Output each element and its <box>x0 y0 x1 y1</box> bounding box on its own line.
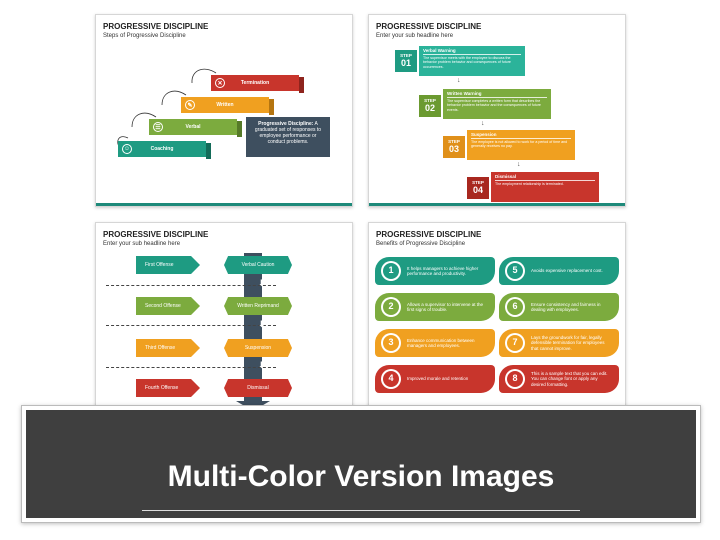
action-sign: Written Reprimand <box>224 297 292 315</box>
step-label: Verbal <box>185 124 201 130</box>
step-verbal: ☰ Verbal <box>149 119 242 137</box>
benefit-item: 4 Improved morale and retention <box>375 365 495 393</box>
slide-title: PROGRESSIVE DISCIPLINE <box>376 22 482 31</box>
banner-title: Multi-Color Version Images <box>167 460 555 493</box>
step-content: Suspension The employee is not allowed t… <box>467 130 575 160</box>
offense-chevron: Third Offense <box>136 339 200 357</box>
step-label: Written <box>216 102 234 108</box>
slide-subtitle: Enter your sub headline here <box>103 241 181 247</box>
step-content: Verbal Warning The supervisor meets with… <box>419 46 525 76</box>
benefit-item: 6 Ensure consistency and fairness in dea… <box>499 293 619 321</box>
arrow-down-icon: ⬇ <box>258 360 266 370</box>
slide-subtitle: Enter your sub headline here <box>376 33 454 39</box>
document-icon: ✎ <box>185 100 195 110</box>
action-sign: Suspension <box>224 339 292 357</box>
arrow-down-icon: ⬇ <box>258 278 266 288</box>
slide-thumbnail-benefits[interactable]: PROGRESSIVE DISCIPLINE Benefits of Progr… <box>368 222 626 415</box>
slide-thumbnail-steps[interactable]: PROGRESSIVE DISCIPLINE Steps of Progress… <box>95 14 353 207</box>
step-content: Dismissal The employment relationship is… <box>491 172 599 202</box>
benefit-item: 1 It helps managers to achieve higher pe… <box>375 257 495 285</box>
speech-icon: ☰ <box>153 122 163 132</box>
signpost-pole <box>244 253 262 403</box>
close-icon: ✕ <box>215 78 225 88</box>
offense-chevron: Fourth Offense <box>136 379 200 397</box>
action-sign: Verbal Caution <box>224 256 292 274</box>
benefit-item: 2 Allows a supervisor to intervene at th… <box>375 293 495 321</box>
slide-title: PROGRESSIVE DISCIPLINE <box>103 230 209 239</box>
step-termination: ✕ Termination <box>211 75 304 93</box>
slide-subtitle: Steps of Progressive Discipline <box>103 33 186 39</box>
banner-underline <box>142 510 580 511</box>
action-sign: Dismissal <box>224 379 292 397</box>
arrow-down-icon: ↓ <box>457 77 461 84</box>
slide-thumbnail-signpost[interactable]: PROGRESSIVE DISCIPLINE Enter your sub he… <box>95 222 353 415</box>
step-label: Termination <box>240 80 270 86</box>
slide-subtitle: Benefits of Progressive Discipline <box>376 241 466 247</box>
slide-title: PROGRESSIVE DISCIPLINE <box>376 230 482 239</box>
version-banner: Multi-Color Version Images <box>21 405 701 523</box>
step-label: Coaching <box>150 146 174 152</box>
slide-title: PROGRESSIVE DISCIPLINE <box>103 22 209 31</box>
offense-chevron: First Offense <box>136 256 200 274</box>
benefit-item: 8 This is a sample text that you can edi… <box>499 365 619 393</box>
slide-thumbnail-step-boxes[interactable]: PROGRESSIVE DISCIPLINE Enter your sub he… <box>368 14 626 207</box>
step-coaching: ☺ Coaching <box>118 141 211 159</box>
step-written: ✎ Written <box>181 97 274 115</box>
benefit-item: 3 Enhance communication between managers… <box>375 329 495 357</box>
benefit-item: 5 Avoids expensive replacement cost. <box>499 257 619 285</box>
arrow-down-icon: ↓ <box>481 120 485 127</box>
arrow-down-icon: ↓ <box>517 161 521 168</box>
offense-chevron: Second Offense <box>136 297 200 315</box>
arrow-down-icon: ⬇ <box>258 319 266 329</box>
step-content: Written Warning The supervisor completes… <box>443 89 551 119</box>
benefit-item: 7 Lays the groundwork for fair, legally … <box>499 329 619 357</box>
callout-bold: Progressive Discipline: <box>258 121 314 127</box>
callout-text: A graduated set of responses to employee… <box>254 121 322 145</box>
definition-callout: Progressive Discipline: A graduated set … <box>246 117 330 157</box>
coach-icon: ☺ <box>122 144 132 154</box>
